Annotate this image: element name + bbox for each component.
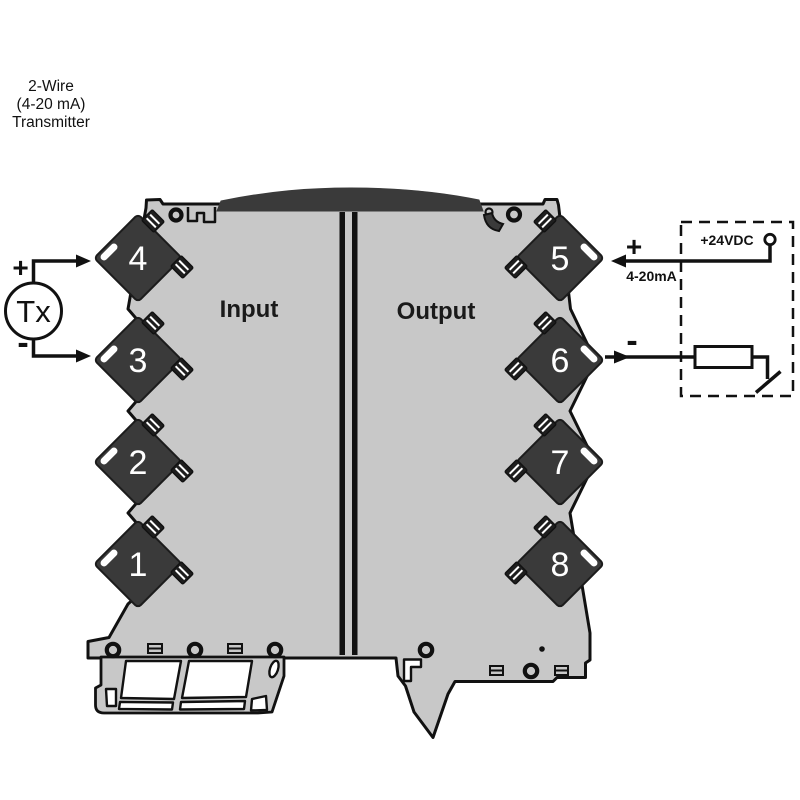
foot-oval-slot [268,659,280,679]
din-rail-foot [94,655,286,715]
load-resistor [693,345,754,369]
tx-minus-sign: - [17,324,28,362]
terminal-number: 8 [551,546,570,584]
terminal-6: 6 [516,316,604,404]
loop-minus-sign: - [626,322,637,360]
loop-plus-sign: + [626,231,642,262]
screw-hole [522,662,540,680]
tx-minus-wire [31,339,77,358]
clip [227,643,243,654]
tx-plus-wire [31,259,77,283]
pin-dot [539,646,545,652]
bottom-hardware [104,641,569,680]
terminal-5: 5 [516,214,604,302]
arrow-right-icon [76,349,91,363]
top-band [216,187,484,212]
terminal-8: 8 [516,520,604,608]
output-load-circuit: +24VDC + 4-20mA - [605,220,795,398]
isolation-divider-line [352,212,358,655]
terminal-4: 4 [94,214,182,302]
terminal-number: 5 [551,240,570,278]
screw-hole [266,641,284,659]
loop-signal-label: 4-20mA [626,268,677,284]
title-line-2: (4-20 mA) [17,96,86,113]
tx-plus-sign: + [12,252,28,283]
resistor-wire [752,355,770,379]
top-left-housing-detail [168,207,217,224]
isolation-divider-line [339,212,345,655]
supply-terminal [763,232,777,247]
supply-dashed-box [679,220,795,398]
terminal-number: 1 [129,546,148,584]
terminal-2: 2 [94,418,182,506]
foot-notch [249,694,269,712]
screw-hole [417,641,435,659]
foot-window [119,659,183,701]
latch-notch [402,658,423,683]
arrow-left-icon [611,254,626,268]
arrow-right-icon [76,254,91,268]
foot-slot [117,700,175,711]
arrow-right-icon [614,350,630,364]
clip [147,643,163,654]
terminal-number: 4 [129,240,148,278]
input-label: Input [220,296,279,323]
continuation-slash [754,370,782,394]
foot-hook-gap [104,687,118,708]
transmitter-title-block: 2-Wire (4-20 mA) Transmitter [12,78,90,131]
transmitter-source: Tx + - [4,252,91,363]
foot-window [180,659,254,700]
screw-hole [186,641,204,659]
supply-label: +24VDC [700,232,753,248]
terminal-number: 2 [129,444,148,482]
supply-wire [626,244,772,263]
terminal-7: 7 [516,418,604,506]
clip [554,665,569,676]
title-line-3: Transmitter [12,114,90,131]
terminal-number: 6 [551,342,570,380]
terminal-1: 1 [94,520,182,608]
terminal-number: 3 [129,342,148,380]
terminal-number: 7 [551,444,570,482]
foot-slot [178,699,247,711]
screw-clamps [141,209,557,585]
output-label: Output [397,298,476,325]
tx-label: Tx [16,294,51,329]
terminal-3: 3 [94,316,182,404]
title-line-1: 2-Wire [28,78,74,95]
screw-hole [104,641,122,659]
clip [489,665,504,676]
top-right-housing-detail [482,206,523,233]
